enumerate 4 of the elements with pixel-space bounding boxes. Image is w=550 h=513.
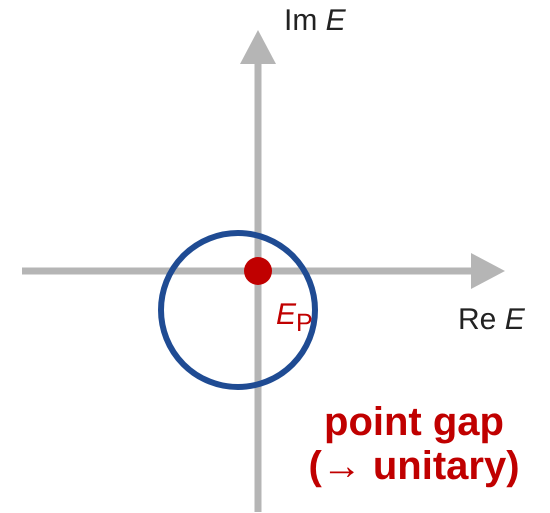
annotation-text: point gap (→ unitary)	[307, 400, 521, 488]
axis-label: Im E	[284, 4, 346, 37]
point-label: E$_{P}$	[276, 298, 313, 338]
axis-label: Re E	[458, 303, 525, 336]
